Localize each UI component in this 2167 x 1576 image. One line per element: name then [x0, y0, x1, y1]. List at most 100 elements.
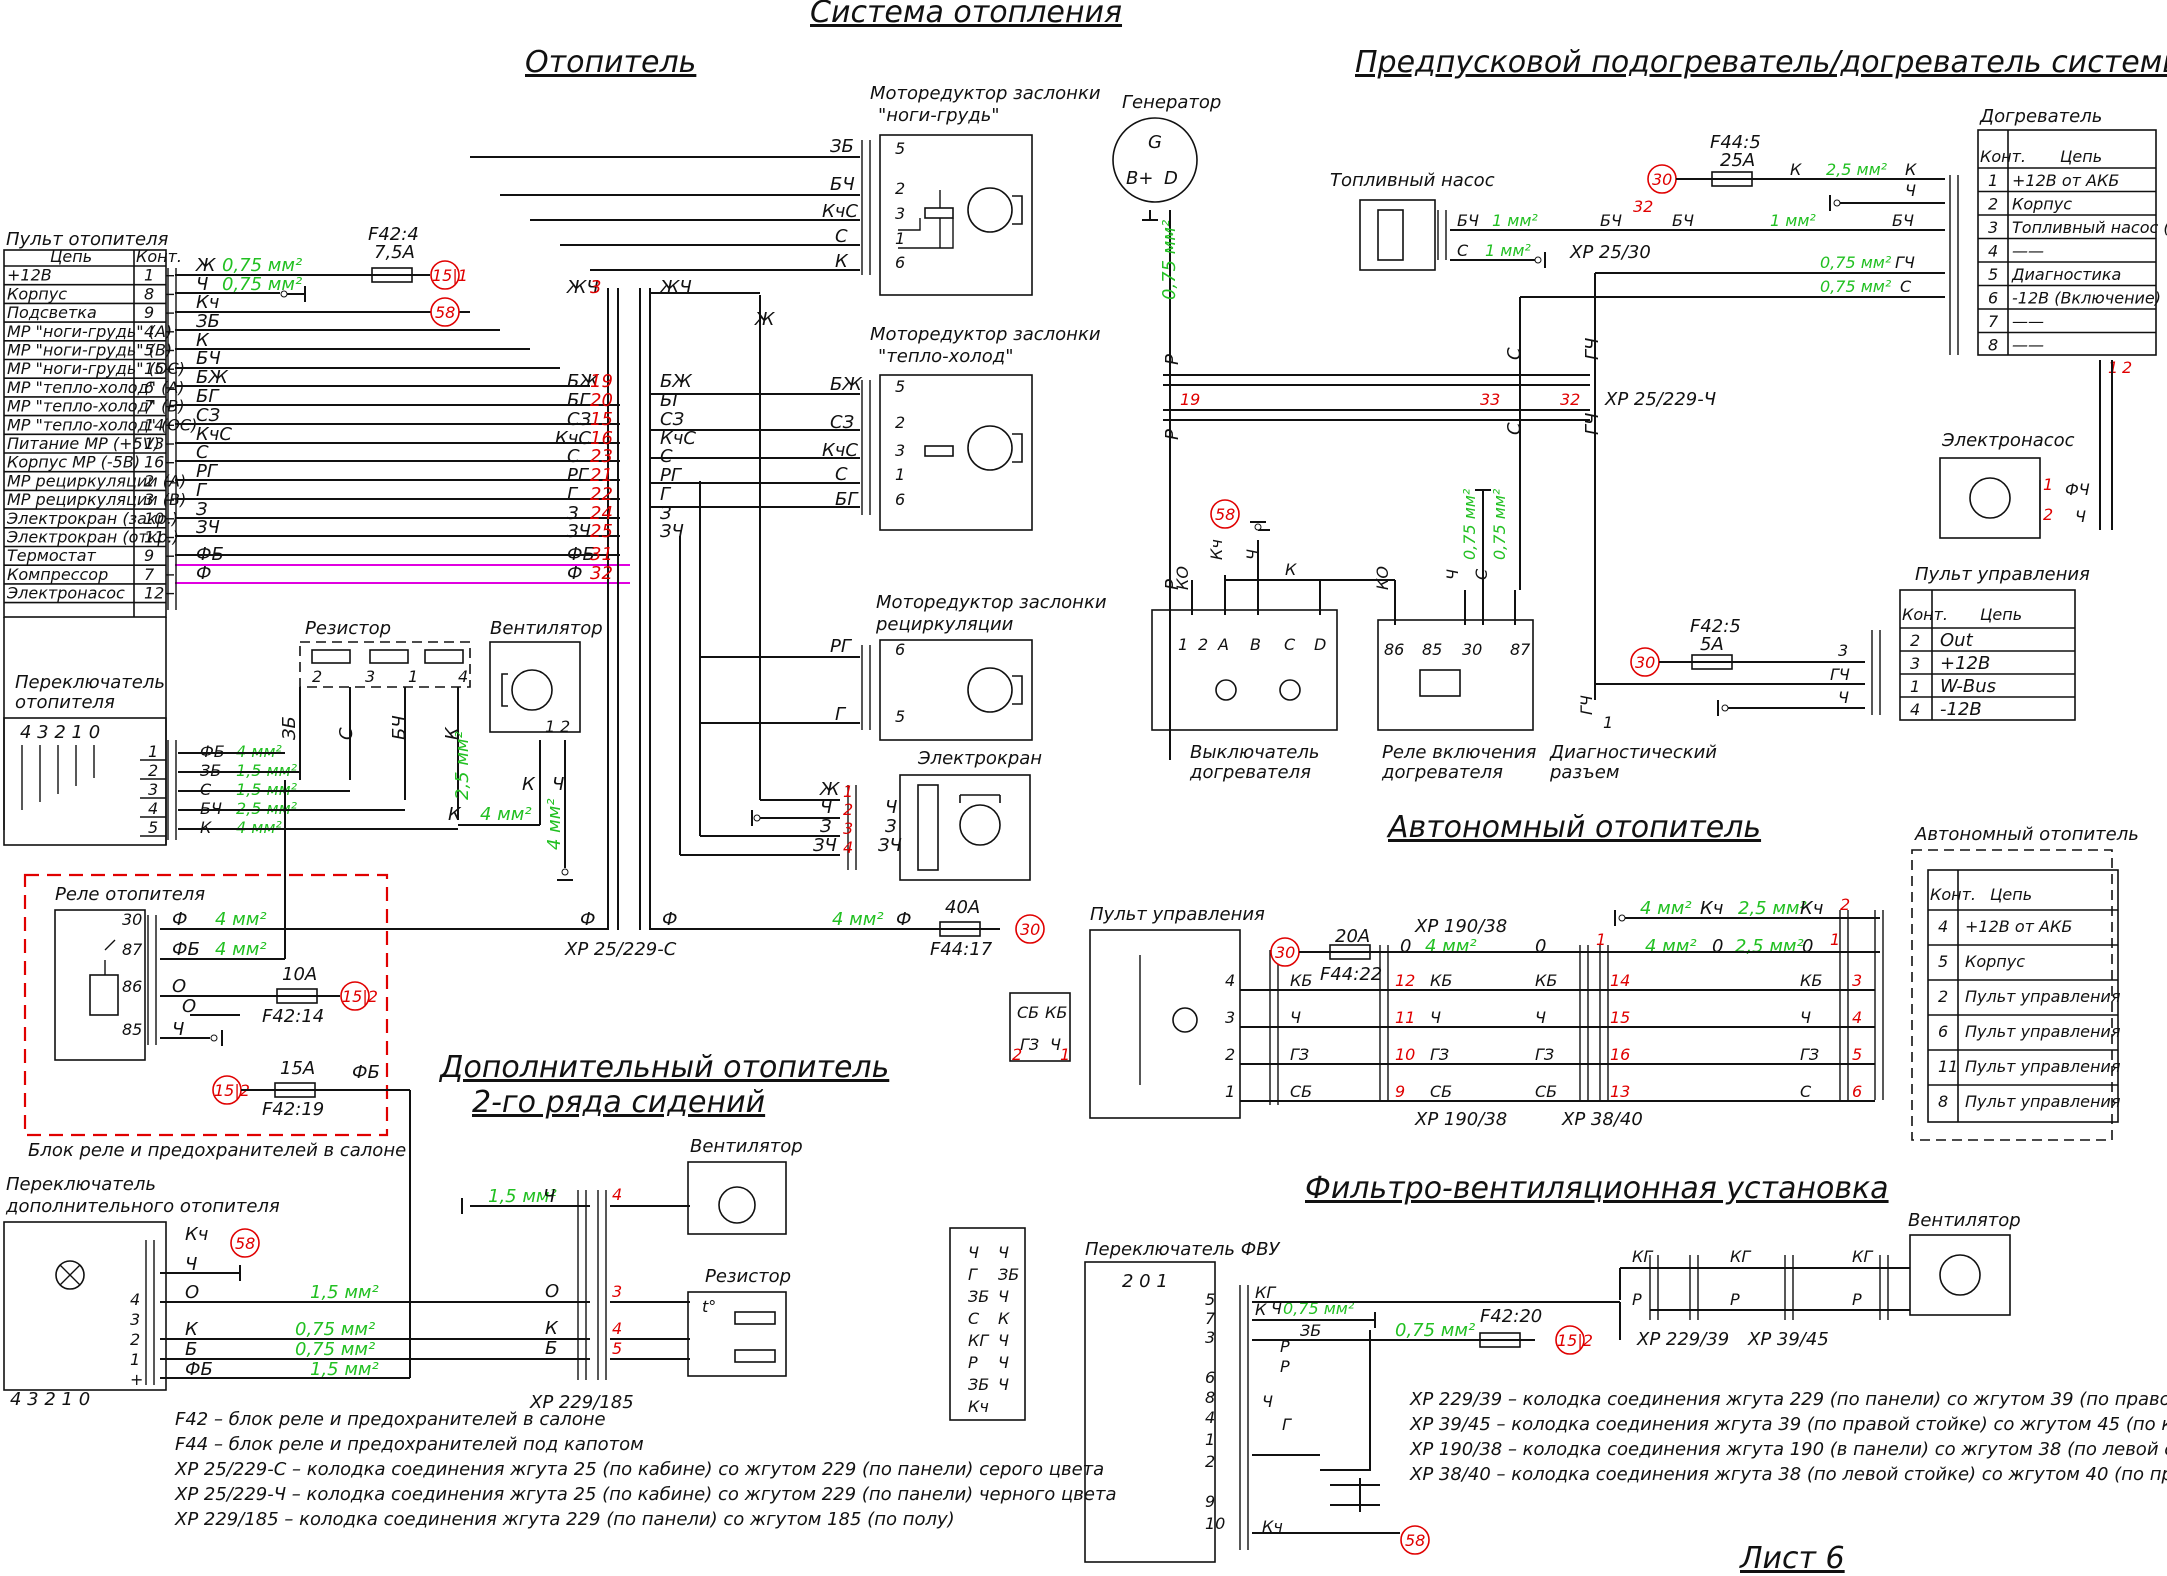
svg-text:1: 1 — [1060, 1045, 1070, 1064]
motor-legs-chest: Моторедуктор заслонки "ноги-грудь" 5 2 3… — [470, 83, 1101, 296]
svg-text:F42:20: F42:20 — [1480, 1306, 1542, 1327]
svg-text:ЗЧ: ЗЧ — [196, 517, 220, 538]
svg-text:2: 2 — [2043, 505, 2053, 524]
auto-heater-pin: 4 — [1938, 917, 1948, 936]
auto-wire: Ч — [1430, 1008, 1441, 1027]
svg-text:К: К — [185, 1319, 199, 1340]
auto-heater-label: +12В от АКБ — [1965, 917, 2072, 936]
panel-row-label: МР "тепло-холод" (ОС) — [7, 415, 197, 434]
panel-row-label: Подсветка — [7, 303, 97, 322]
svg-text:32: 32 — [1633, 197, 1653, 216]
svg-text:Вентилятор: Вентилятор — [490, 618, 603, 639]
svg-text:Автономный отопитель: Автономный отопитель — [1914, 824, 2139, 845]
afterheater-pin: 1 — [1988, 171, 1998, 190]
switch-wire: БЧ — [200, 799, 222, 818]
svg-text:0: 0 — [1535, 936, 1546, 957]
svg-text:+: + — [130, 1370, 143, 1389]
svg-text:4: 4 — [458, 667, 468, 686]
svg-text:ЗЧ: ЗЧ — [567, 521, 591, 542]
svg-text:0,75 мм²: 0,75 мм² — [1820, 253, 1892, 272]
svg-text:КчС: КчС — [555, 428, 591, 449]
auto-pin-xp3: 5 — [1852, 1045, 1862, 1064]
svg-text:3: 3 — [895, 204, 905, 223]
svg-text:Г: Г — [567, 484, 579, 505]
svg-text:2: 2 — [560, 717, 570, 736]
svg-text:Р: Р — [1632, 1290, 1642, 1309]
heater-resistor: Резистор 2 3 1 4 — [299, 618, 471, 688]
svg-text:87: 87 — [1510, 640, 1531, 659]
fvu-conn-label: Г — [968, 1265, 978, 1284]
svg-text:ЗБ: ЗБ — [196, 311, 220, 332]
svg-text:5: 5 — [895, 139, 905, 158]
svg-text:БГ: БГ — [835, 489, 859, 510]
bubble-30-main — [1015, 914, 1045, 944]
svg-text:Конт.: Конт. — [1980, 147, 2026, 166]
panel-col-circuit: Цепь — [50, 247, 92, 266]
auto-heater-pin: 11 — [1938, 1057, 1958, 1076]
svg-text:Кч: Кч — [1700, 898, 1723, 919]
panel-row-label: МР "тепло-холод" (А) — [7, 378, 185, 397]
svg-text:БЧ: БЧ — [1672, 211, 1694, 230]
svg-text:Цепь: Цепь — [1990, 885, 2032, 904]
svg-text:19: 19 — [1180, 390, 1200, 409]
svg-text:Моторедуктор заслонки: Моторедуктор заслонки — [870, 83, 1101, 104]
svg-text:4: 4 — [130, 1290, 140, 1309]
afterheater-label: -12В (Включение) — [2012, 289, 2161, 308]
svg-text:Р: Р — [1162, 579, 1183, 590]
auto-wire: ГЗ — [1430, 1045, 1449, 1064]
panel-row-label: МР рециркуляции (А) — [7, 471, 186, 490]
afterheater-label: Диагностика — [2011, 265, 2121, 284]
panel-row-label: МР "тепло-холод" (В) — [7, 397, 185, 416]
svg-text:рециркуляции: рециркуляции — [875, 614, 1014, 635]
electro-valve: Электрокран 1 2 3 4 Ж Ч З ЗЧ Ч З ЗЧ — [650, 292, 1042, 881]
svg-text:8: 8 — [1205, 1388, 1215, 1407]
svg-text:0,75 мм²: 0,75 мм² — [222, 274, 302, 295]
fvu-conn-label: Ч — [998, 1243, 1009, 1262]
svg-text:5: 5 — [612, 1339, 622, 1358]
fvu-conn-label: Ч — [998, 1353, 1009, 1372]
auto-heater-label: Пульт управления — [1965, 987, 2121, 1006]
svg-text:40А: 40А — [945, 897, 980, 918]
svg-text:30: 30 — [1020, 920, 1040, 939]
svg-text:2: 2 — [1198, 635, 1208, 654]
panel-row-label: Питание МР (+5V) — [7, 434, 160, 453]
svg-text:6: 6 — [895, 640, 905, 659]
auto-wire: ГЗ — [1290, 1045, 1309, 1064]
svg-text:О: О — [182, 996, 196, 1017]
svg-text:Ч: Ч — [1443, 569, 1462, 580]
svg-text:Ч: Ч — [885, 797, 897, 818]
svg-text:1: 1 — [545, 717, 555, 736]
svg-text:Генератор: Генератор — [1122, 92, 1221, 113]
svg-text:Пульт управления: Пульт управления — [1915, 564, 2090, 585]
panel-row-label: МР рециркуляции (В) — [7, 490, 186, 509]
svg-text:87: 87 — [122, 940, 143, 959]
svg-text:Реле включения: Реле включения — [1382, 742, 1537, 763]
svg-text:ХР 25/30: ХР 25/30 — [1569, 242, 1651, 263]
auto-wire: СБ — [1430, 1082, 1452, 1101]
svg-text:Ж: Ж — [819, 779, 840, 800]
panel-row-label: +12В — [7, 266, 52, 285]
panel-row-label: МР "ноги-грудь" (ОС) — [7, 359, 185, 378]
section-title-preheater: Предпусковой подогреватель/догреватель с… — [1355, 45, 2167, 80]
fvu-connector — [949, 1227, 1026, 1421]
svg-text:4 мм²: 4 мм² — [832, 909, 884, 930]
svg-text:Ч: Ч — [1050, 1035, 1061, 1054]
auto-pin-xp3: 3 — [1852, 971, 1862, 990]
svg-text:догревателя: догревателя — [1189, 762, 1311, 783]
svg-text:КБ: КБ — [1045, 1003, 1067, 1022]
auto-heater-label: Пульт управления — [1965, 1057, 2121, 1076]
svg-text:Электронасос: Электронасос — [1941, 430, 2075, 451]
panel-row-label: Электронасос — [6, 584, 125, 603]
svg-text:Ч: Ч — [1271, 1299, 1282, 1318]
svg-text:Переключатель: Переключатель — [6, 1174, 156, 1195]
fuse-f42-4: F42:4 7,5А 15|1 58 — [280, 224, 468, 327]
svg-text:3: 3 — [590, 277, 601, 298]
svg-text:Реле отопителя: Реле отопителя — [55, 884, 205, 905]
svg-text:G: G — [1148, 132, 1162, 153]
afterheater-pin: 4 — [1988, 242, 1998, 261]
fvu-conn-label: ЗБ — [968, 1287, 989, 1306]
svg-text:КО: КО — [1173, 566, 1192, 590]
panel-row-pin: 5 — [144, 341, 154, 360]
svg-text:Ч: Ч — [185, 1254, 197, 1275]
svg-text:0,75 мм²: 0,75 мм² — [1460, 488, 1479, 560]
